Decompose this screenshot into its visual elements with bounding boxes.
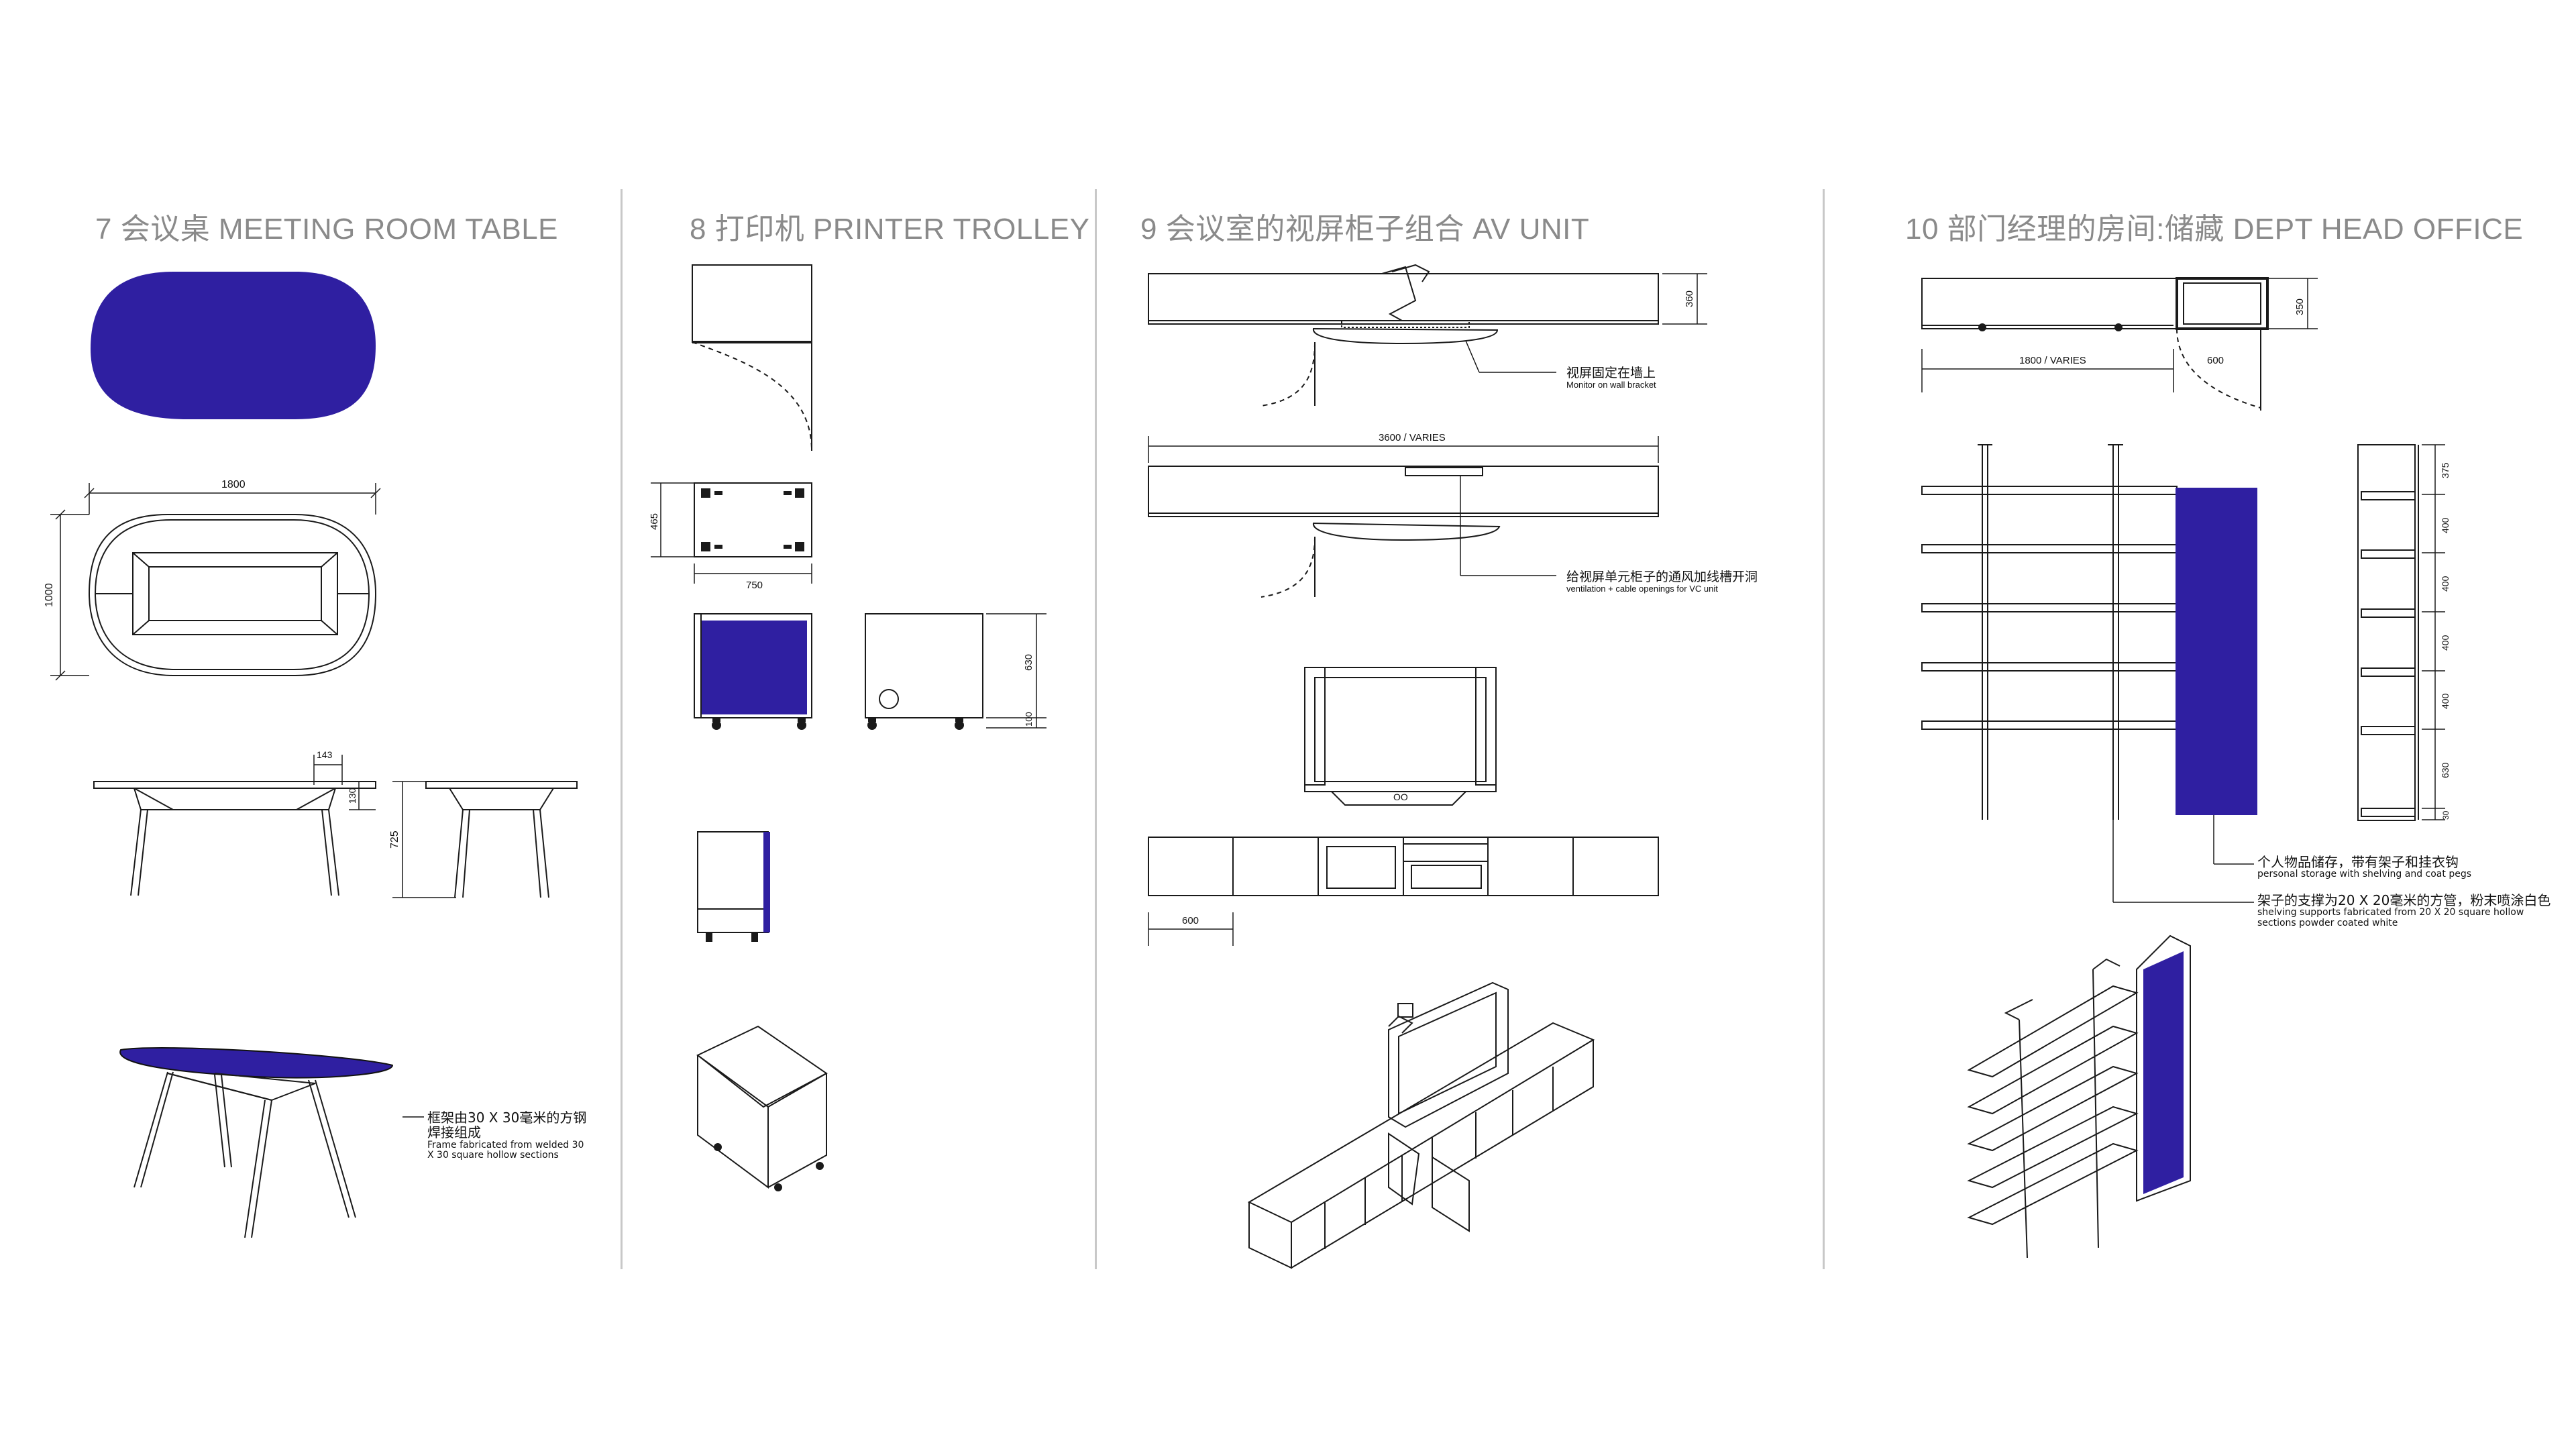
section-title-printer-trolley: 8 打印机 PRINTER TROLLEY	[690, 213, 1090, 246]
printer-trolley-group	[651, 264, 1046, 1191]
dim-shelf-6: 630	[2440, 762, 2451, 778]
meeting-table-frame-note: 框架由30 X 30毫米的方钢焊接组成 Frame fabricated fro…	[427, 1110, 588, 1161]
office-dim-labels: 350 1800 / VARIES 600 375 400 400 400 40…	[2019, 299, 2451, 820]
dim-av-length: 3600 / VARIES	[1379, 432, 1446, 443]
trolley-underside	[694, 482, 812, 557]
trolley-door-swing	[692, 341, 812, 451]
meeting-table-dimensions	[50, 483, 381, 681]
dim-shelf-7: 30	[2441, 810, 2451, 820]
av-unit-plan-bottom	[1148, 466, 1659, 517]
office-shelving-note-zh: 架子的支撑为20 X 20毫米的方管，粉末喷涂白色	[2257, 892, 2551, 908]
office-shelving-note-en: shelving supports fabricated from 20 X 2…	[2257, 907, 2524, 929]
dim-table-top-h: 130	[347, 788, 358, 804]
dept-office-group	[1921, 277, 2445, 1258]
av-note-monitor-en: Monitor on wall bracket	[1566, 380, 1656, 390]
av-tv-logo: OO	[1393, 792, 1408, 802]
av-notes-group: 视屏固定在墙上 Monitor on wall bracket 给视屏单元柜子的…	[1566, 366, 1758, 594]
meeting-table-note-zh: 框架由30 X 30毫米的方钢焊接组成	[427, 1110, 587, 1141]
dim-shelf-4: 400	[2440, 635, 2451, 651]
office-storage-note: 个人物品储存，带有架子和挂衣钩 personal storage with sh…	[2257, 855, 2512, 880]
av-tv-elevation	[1304, 667, 1497, 806]
dim-shelf-1: 375	[2440, 462, 2451, 478]
dim-trolley-width: 750	[746, 580, 763, 591]
trolley-side-elevation	[865, 613, 983, 718]
office-storage-plan	[1921, 278, 2268, 329]
office-shelving-3d-view	[1967, 934, 2191, 1258]
meeting-table-top-plan	[91, 272, 376, 419]
trolley-section-view	[697, 831, 769, 933]
av-note-vent-en: ventilation + cable openings for VC unit	[1566, 584, 1718, 594]
dim-office-height: 350	[2294, 299, 2306, 315]
meeting-table-frame-plan	[88, 514, 377, 676]
dim-av-module: 600	[1182, 915, 1199, 926]
office-shelving-elevation	[1921, 444, 2257, 820]
meeting-table-group	[50, 272, 578, 1238]
meeting-table-side-elevation	[93, 781, 376, 896]
office-shelving-note: 架子的支撑为20 X 20毫米的方管，粉末喷涂白色 shelving suppo…	[2257, 893, 2553, 929]
av-unit-3d-view	[1247, 981, 1595, 1269]
trolley-plan	[692, 264, 812, 343]
dim-table-height: 725	[389, 830, 400, 849]
av-unit-dim-labels: 360 3600 / VARIES 600	[1182, 290, 1695, 926]
dim-av-height: 360	[1684, 290, 1695, 307]
av-unit-group: OO	[1148, 264, 1707, 1269]
av-door-swing	[1260, 341, 1316, 407]
meeting-table-dim-labels: 1800 1000 143 130 725	[44, 479, 400, 849]
section-divider-2	[1095, 189, 1097, 1269]
meeting-table-note-en: Frame fabricated from welded 30 X 30 squ…	[427, 1139, 584, 1161]
section-title-meeting-table: 7 会议桌 MEETING ROOM TABLE	[95, 213, 559, 246]
dim-shelf-3: 400	[2440, 576, 2451, 592]
office-storage-note-en: personal storage with shelving and coat …	[2257, 869, 2471, 880]
dim-table-top-d: 143	[317, 749, 333, 760]
dim-table-width: 1800	[221, 479, 246, 490]
dim-office-depth: 600	[2207, 355, 2224, 366]
trolley-dim-labels: 465 750 630 100	[649, 513, 1034, 727]
office-storage-note-zh: 个人物品储存，带有架子和挂衣钩	[2257, 854, 2459, 870]
section-title-av-unit: 9 会议室的视屏柜子组合 AV UNIT	[1140, 213, 1590, 246]
meeting-table-elevation-dims	[313, 755, 456, 898]
av-note-vent-zh: 给视屏单元柜子的通风加线槽开洞	[1566, 570, 1758, 584]
section-title-dept-head-office: 10 部门经理的房间:储藏 DEPT HEAD OFFICE	[1905, 213, 2524, 246]
trolley-3d-view	[696, 1025, 828, 1191]
dim-trolley-depth: 465	[649, 513, 660, 530]
meeting-table-3d-view	[119, 1047, 394, 1238]
section-divider-3	[1823, 189, 1825, 1269]
dim-trolley-height: 630	[1023, 654, 1034, 671]
dim-office-length: 1800 / VARIES	[2019, 355, 2086, 366]
section-divider-1	[621, 189, 623, 1269]
av-unit-plan-top	[1148, 273, 1659, 325]
av-unit-front-elevation	[1148, 837, 1659, 896]
dim-shelf-2: 400	[2440, 517, 2451, 533]
dim-trolley-wheel: 100	[1024, 712, 1034, 727]
av-note-monitor-zh: 视屏固定在墙上	[1566, 366, 1656, 380]
meeting-table-end-elevation	[425, 781, 578, 898]
dim-table-depth: 1000	[44, 583, 55, 607]
dim-shelf-5: 400	[2440, 693, 2451, 709]
office-shelving-section	[2357, 444, 2419, 821]
